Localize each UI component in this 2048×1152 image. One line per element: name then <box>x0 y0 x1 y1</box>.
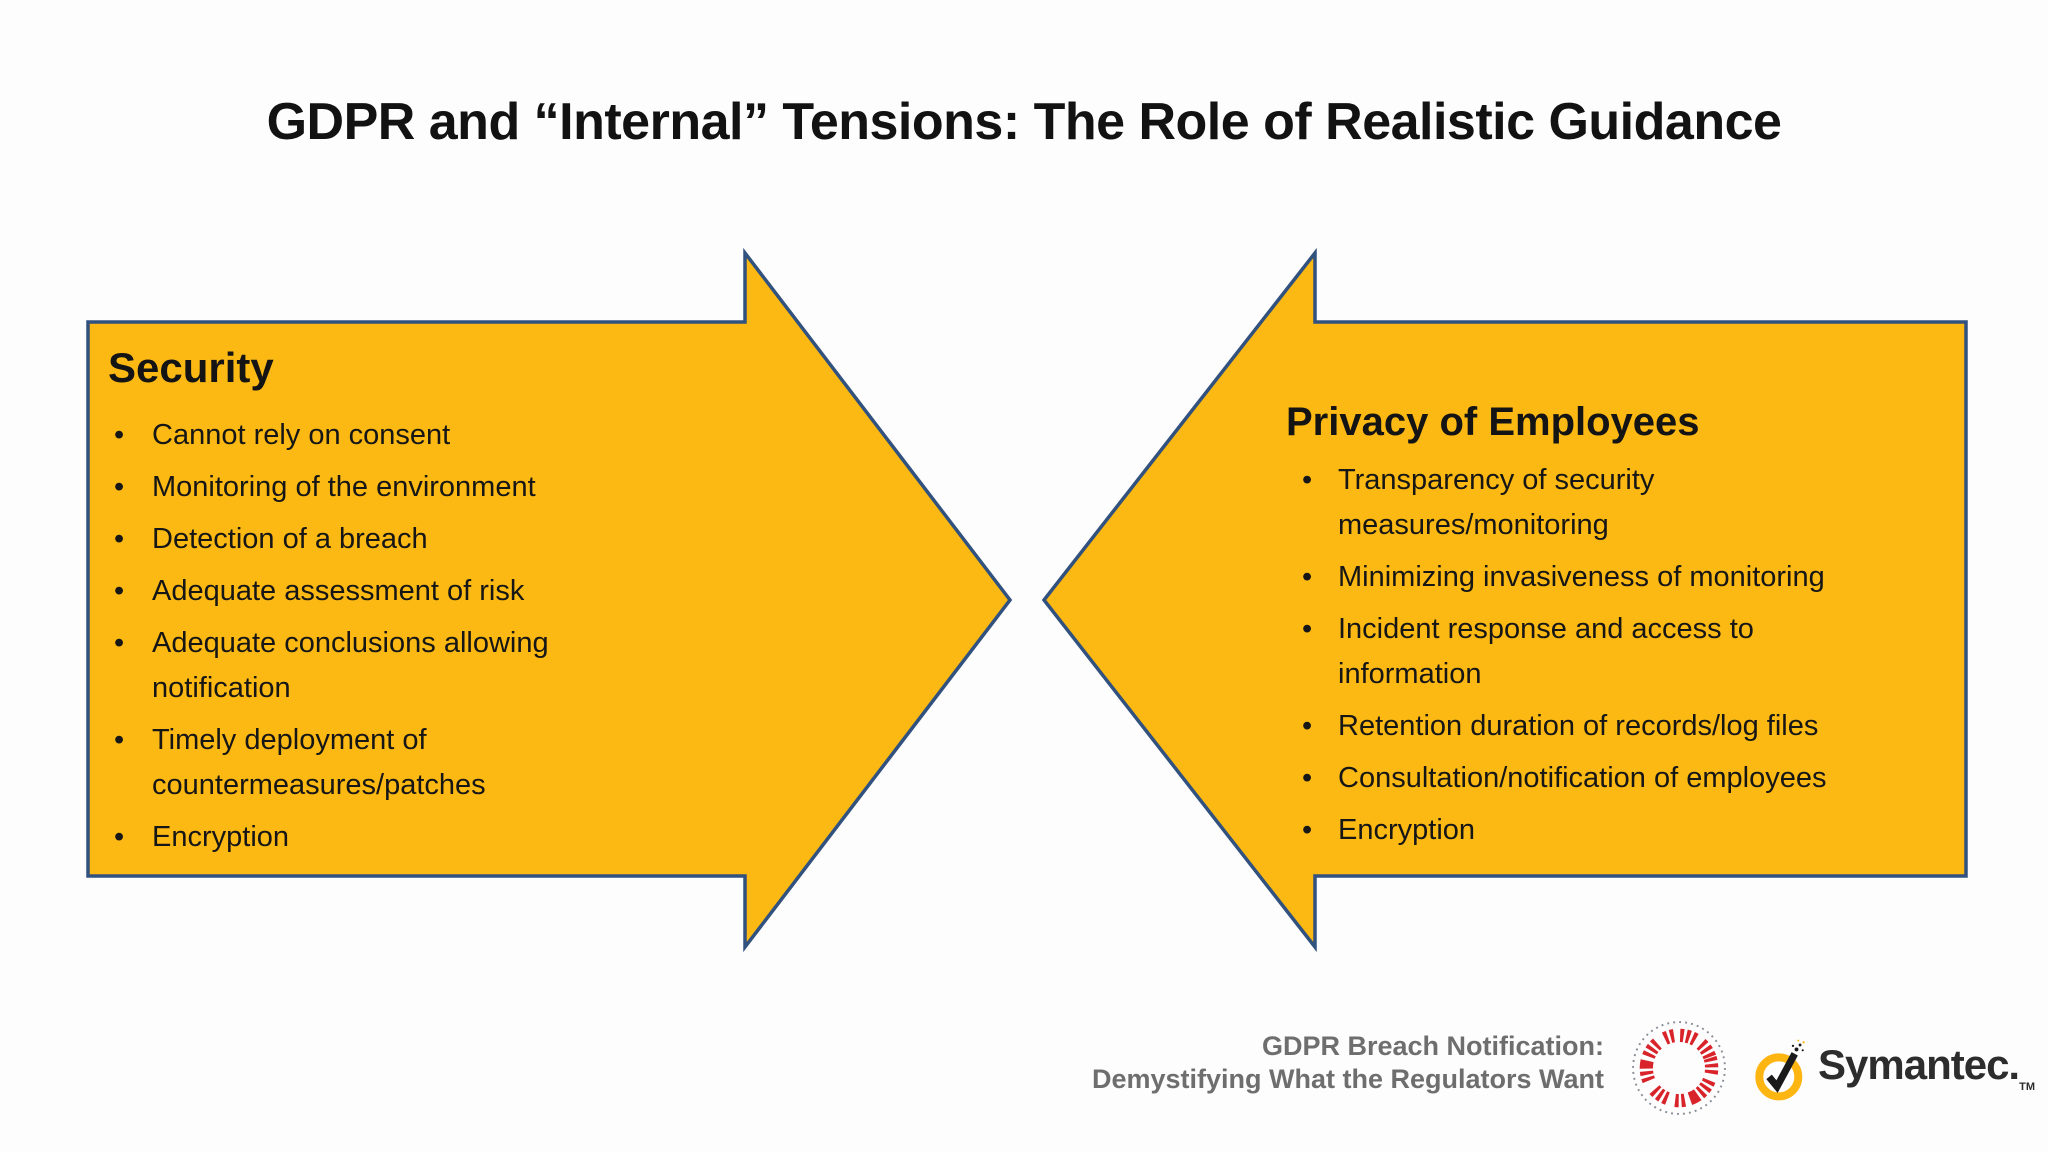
security-heading: Security <box>108 344 274 391</box>
footer: GDPR Breach Notification: Demystifying W… <box>1092 1008 2035 1128</box>
bullet-item: Incident response and access to informat… <box>1286 607 1874 697</box>
bullet-item: Detection of a breach <box>108 517 608 562</box>
bullet-item: Transparency of security measures/monito… <box>1286 458 1874 548</box>
bullet-item: Monitoring of the environment <box>108 465 608 510</box>
page-title: GDPR and “Internal” Tensions: The Role o… <box>266 93 1782 151</box>
bullet-item: Consultation/notification of employees <box>1286 756 1874 801</box>
privacy-bullet-list: Transparency of security measures/monito… <box>1286 458 1874 853</box>
bullet-item: Minimizing invasiveness of monitoring <box>1286 555 1874 600</box>
symantec-logo: Symantec. TM <box>1754 1029 2035 1107</box>
symantec-wordmark: Symantec. <box>1818 1041 2020 1088</box>
red-tick-ring <box>1639 1028 1719 1108</box>
symantec-check-icon <box>1755 1039 1805 1101</box>
caption-line-1: GDPR Breach Notification: <box>1261 1031 1604 1061</box>
trademark-symbol: TM <box>2019 1081 2035 1093</box>
bullet-item: Timely deployment of countermeasures/pat… <box>108 718 608 808</box>
caption-line-2: Demystifying What the Regulators Want <box>1091 1063 1604 1094</box>
bullet-item: Cannot rely on consent <box>108 413 608 458</box>
bullet-item: Adequate conclusions allowing notificati… <box>108 621 608 711</box>
security-bullet-list: Cannot rely on consentMonitoring of the … <box>108 413 608 860</box>
bullet-item: Retention duration of records/log files <box>1286 704 1874 749</box>
security-panel: Security Cannot rely on consentMonitorin… <box>108 344 618 867</box>
privacy-heading: Privacy of Employees <box>1286 400 1700 444</box>
bullet-item: Adequate assessment of risk <box>108 569 608 614</box>
bullet-item: Encryption <box>108 815 608 860</box>
bullet-item: Encryption <box>1286 808 1874 853</box>
privacy-panel: Privacy of Employees Transparency of sec… <box>1286 400 1926 860</box>
footer-caption: GDPR Breach Notification: Demystifying W… <box>1092 1030 1604 1096</box>
tick-ring-logo <box>1632 1021 1726 1115</box>
